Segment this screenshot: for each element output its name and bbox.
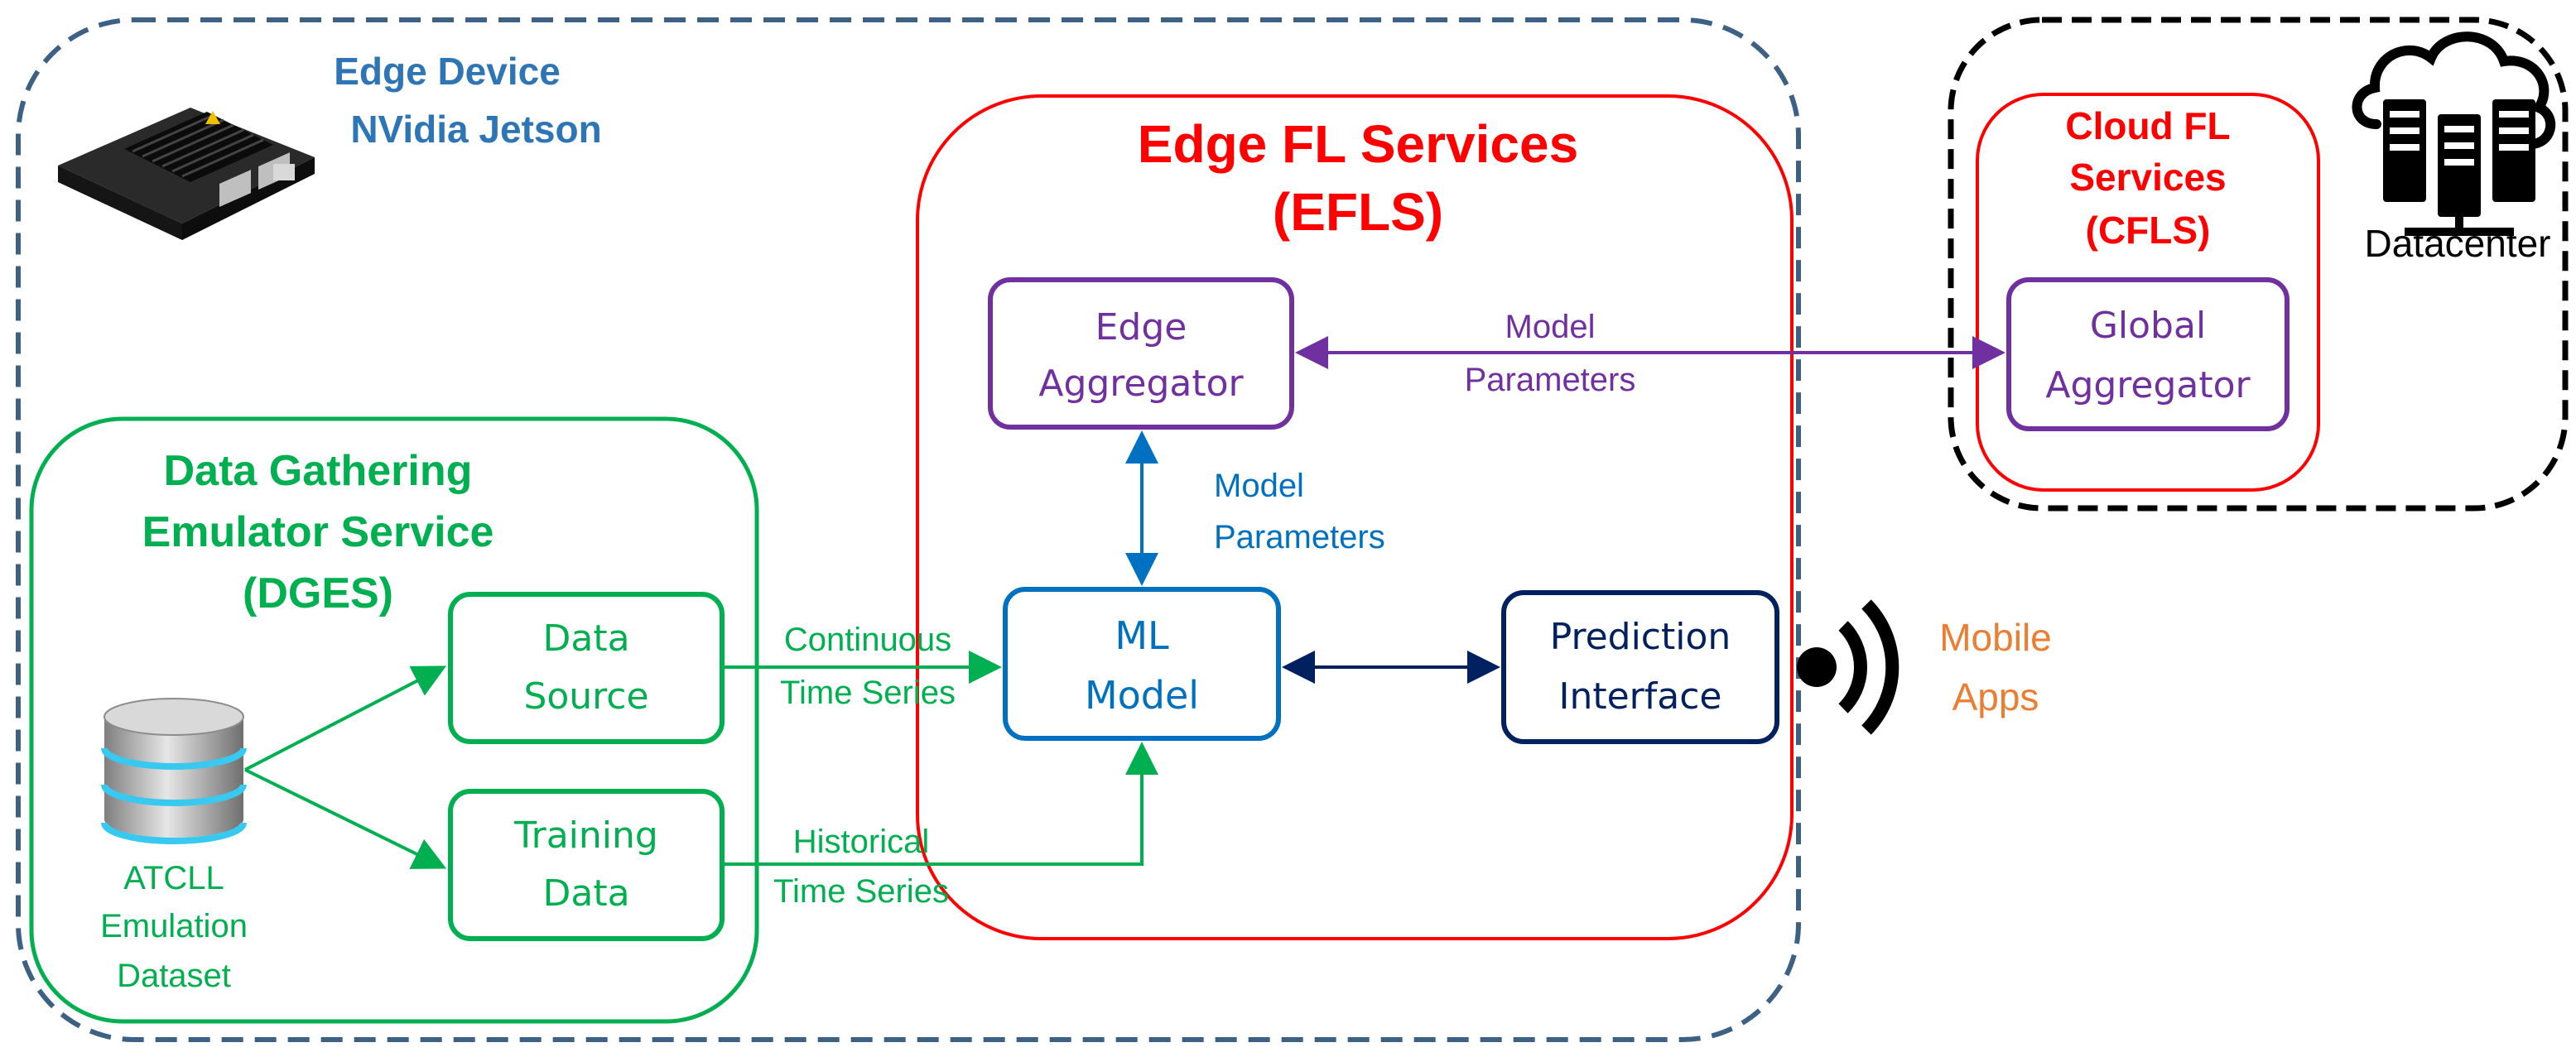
ml-model-line2: Model [1085, 673, 1199, 718]
training-data-line1: Training [513, 814, 658, 857]
global-aggregator-line1: Global [2090, 305, 2206, 347]
historical-label-line1: Historical [793, 824, 929, 860]
edge-aggregator-line2: Aggregator [1038, 363, 1244, 405]
nvidia-jetson-board-icon [58, 108, 315, 240]
model-params-edge-line2: Parameters [1214, 519, 1385, 555]
global-aggregator-box [2006, 277, 2290, 431]
cfls-title-line3: (CFLS) [2086, 209, 2211, 252]
efls-container [916, 94, 1794, 940]
edge-device-title-line1: Edge Device [334, 50, 561, 93]
dataset-line3: Dataset [117, 958, 231, 994]
continuous-label-line2: Time Series [780, 675, 956, 711]
datacenter-boundary [1948, 17, 2569, 512]
cloud-servers-icon [2352, 31, 2556, 236]
continuous-label-line1: Continuous [784, 622, 951, 658]
ml-model-box [1003, 587, 1281, 741]
data-source-box [448, 592, 725, 744]
data-source-line2: Source [523, 675, 648, 718]
datacenter-label: Datacenter [2364, 222, 2550, 265]
cfls-title-line1: Cloud FL [2065, 104, 2230, 147]
arrow-dataset-to-training-data [244, 768, 447, 869]
efls-title-line1: Edge FL Services [1138, 114, 1578, 174]
model-params-cloud-line1: Model [1505, 309, 1596, 345]
prediction-interface-line2: Interface [1559, 675, 1722, 718]
arrow-training-data-to-ml-model [722, 742, 1158, 866]
model-params-edge-line1: Model [1214, 468, 1304, 504]
wireless-signal-icon [1797, 599, 1899, 735]
edge-device-title-line2: NVidia Jetson [350, 108, 601, 151]
prediction-interface-line1: Prediction [1550, 616, 1731, 658]
global-aggregator-line2: Aggregator [2045, 364, 2251, 406]
dataset-line2: Emulation [100, 908, 248, 944]
data-source-line1: Data [542, 617, 629, 660]
mobile-apps-line1: Mobile [1939, 616, 2052, 659]
model-params-cloud-line2: Parameters [1465, 362, 1636, 398]
cfls-container [1976, 93, 2320, 492]
database-icon [101, 698, 247, 844]
historical-label-line2: Time Series [773, 873, 949, 910]
edge-device-boundary [16, 17, 1801, 1042]
edge-aggregator-box [988, 277, 1294, 430]
edge-aggregator-line1: Edge [1095, 306, 1187, 348]
dges-title-line2: Emulator Service [142, 508, 494, 556]
efls-title-line2: (EFLS) [1273, 182, 1443, 242]
dges-container [29, 416, 759, 1024]
dataset-line1: ATCLL [123, 860, 224, 896]
cfls-title-line2: Services [2069, 156, 2226, 199]
dges-title-line3: (DGES) [243, 569, 393, 617]
training-data-box [448, 789, 725, 941]
dges-title-line1: Data Gathering [164, 447, 473, 495]
prediction-interface-box [1501, 590, 1779, 744]
arrow-dataset-to-data-source [244, 665, 447, 771]
mobile-apps-line2: Apps [1952, 675, 2039, 718]
ml-model-line1: ML [1115, 613, 1169, 658]
training-data-line2: Data [542, 872, 629, 915]
